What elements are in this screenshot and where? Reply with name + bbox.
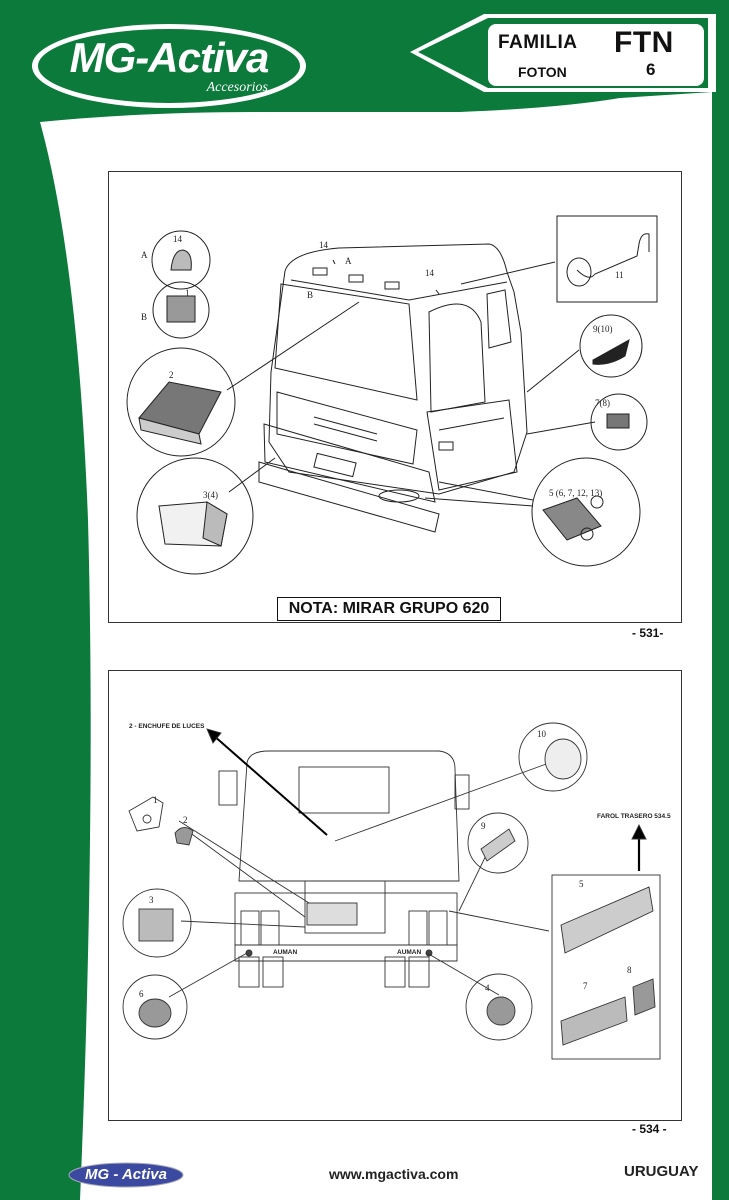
callout-label: 2 <box>183 815 188 825</box>
callout-label: A <box>345 256 352 266</box>
page-number-534: - 534 - <box>632 1122 667 1136</box>
callout-label: 14 <box>319 240 328 250</box>
callout-label: 5 (6, 7, 12, 13) <box>549 488 603 498</box>
truck-rear-diagram <box>122 722 661 1060</box>
bumper-text-left: AUMAN <box>273 949 298 956</box>
note-label: NOTA: MIRAR GRUPO 620 <box>277 597 501 621</box>
callout-label: 14 <box>173 234 182 244</box>
callout-label: 7 <box>583 981 588 991</box>
diagram-531-panel: 14 A 1 B 2 3(4) 14 A B 14 11 9(10) 7(8) … <box>108 171 682 623</box>
callout-label: 3 <box>149 895 154 905</box>
callout-label: 4 <box>485 983 490 993</box>
brand-logo: MG-Activa Accesorios <box>30 22 308 110</box>
diagram-534-panel: 2 - ENCHUFE DE LUCES FAROL TRASERO 534.5… <box>108 670 682 1121</box>
callout-label: 6 <box>139 989 144 999</box>
callout-label: A <box>141 250 148 260</box>
callout-label: 14 <box>425 268 434 278</box>
callout-label: B <box>141 312 148 322</box>
enchufe-label: 2 - ENCHUFE DE LUCES <box>129 723 205 730</box>
logo-text: MG-Activa <box>69 34 270 81</box>
callout-label: 8 <box>627 965 632 975</box>
cab-front-diagram <box>126 215 658 575</box>
callout-label: B <box>307 290 314 300</box>
brand-label: FOTON <box>518 64 567 80</box>
callout-label: 9 <box>481 821 486 831</box>
callout-label: 3(4) <box>203 490 218 500</box>
farol-label: FAROL TRASERO 534.5 <box>597 813 671 820</box>
model-label: FTN <box>614 26 674 59</box>
page-number-531: - 531- <box>632 626 664 640</box>
footer-logo: MG - Activa <box>68 1162 184 1188</box>
callout-label: 2 <box>169 370 174 380</box>
callout-label: 5 <box>579 879 584 889</box>
callout-label: 9(10) <box>593 324 613 334</box>
callout-label: 7(8) <box>595 398 610 408</box>
model-number: 6 <box>646 60 656 79</box>
callout-label: 1 <box>153 795 158 805</box>
country-label: URUGUAY <box>624 1163 699 1180</box>
familia-label: FAMILIA <box>498 32 578 53</box>
bumper-text-right: AUMAN <box>397 949 422 956</box>
callout-label: 1 <box>185 288 190 298</box>
logo-subtext: Accesorios <box>206 80 268 95</box>
website-link[interactable]: www.mgactiva.com <box>329 1166 459 1182</box>
family-label-box: FAMILIA FOTON FTN 6 <box>488 24 704 86</box>
callout-label: 11 <box>615 270 624 280</box>
footer-logo-text: MG - Activa <box>85 1166 167 1183</box>
callout-label: 10 <box>537 729 546 739</box>
